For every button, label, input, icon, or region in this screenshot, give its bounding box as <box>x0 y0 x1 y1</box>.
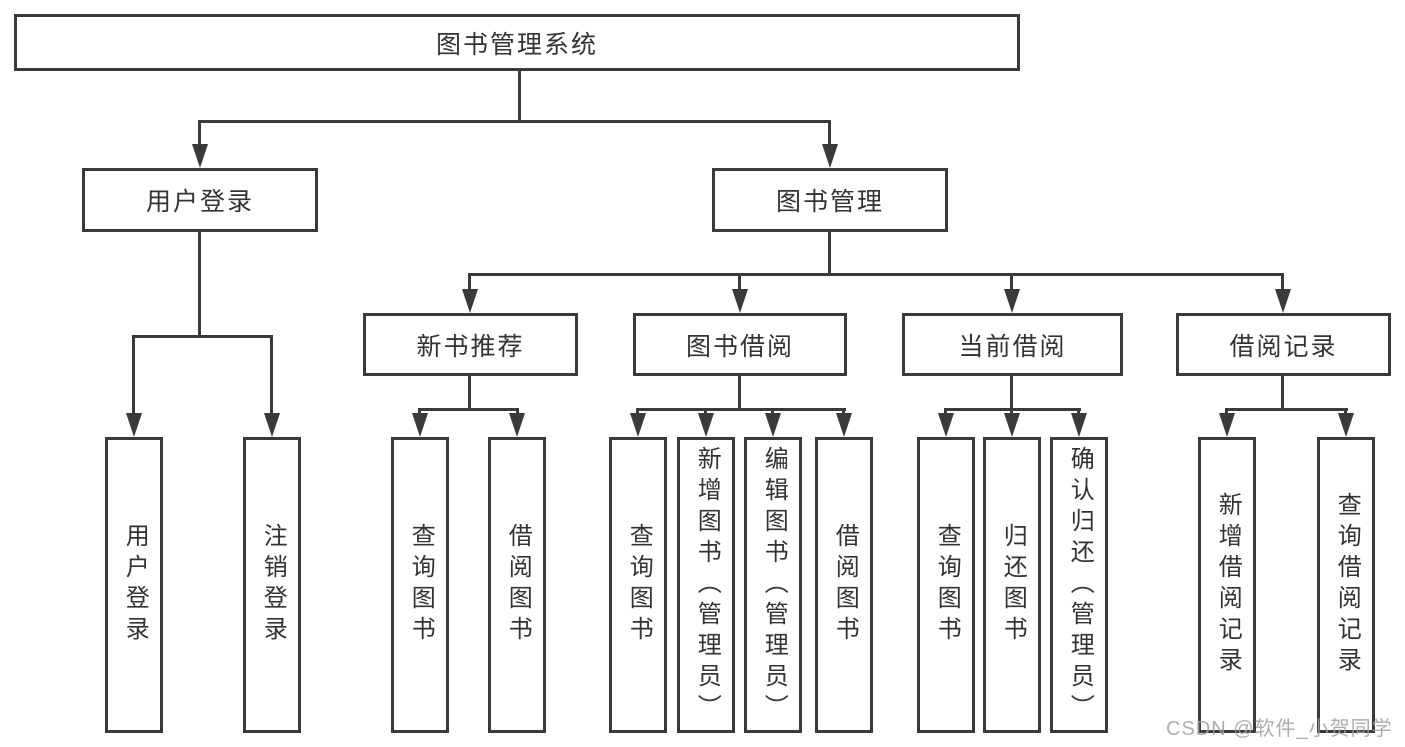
arrow-down-icon <box>1004 413 1020 437</box>
leaf-return-book: 归还图书 <box>983 437 1041 733</box>
leaf-label: 借阅图书 <box>831 523 859 647</box>
leaf-label: 编辑图书（管理员） <box>760 445 788 725</box>
node-root-label: 图书管理系统 <box>435 30 598 59</box>
leaf-label: 用户登录 <box>121 523 149 647</box>
leaf-label: 新增借阅记录 <box>1214 492 1242 678</box>
leaf-confirm-return-admin: 确认归还（管理员） <box>1050 437 1108 733</box>
csdn-watermark: CSDN @软件_小贺同学 <box>1166 718 1393 740</box>
node-label: 图书借阅 <box>685 332 794 361</box>
leaf-query-book-2: 查询图书 <box>609 437 667 733</box>
connector-drop-line <box>516 408 519 415</box>
arrow-down-icon <box>765 413 781 437</box>
leaf-label: 注销登录 <box>259 523 287 647</box>
arrow-down-icon <box>698 413 714 437</box>
node-borrow-record: 借阅记录 <box>1176 313 1391 376</box>
node-label: 图书管理 <box>775 188 884 216</box>
connector-drop-line <box>842 408 845 415</box>
connector-drop-line <box>771 408 774 415</box>
connector-group-bar <box>132 335 273 338</box>
node-book-management-branch: 图书管理 <box>712 168 948 232</box>
connector-drop-line <box>132 335 135 415</box>
connector-drop-line <box>418 408 421 415</box>
node-book-borrow: 图书借阅 <box>633 313 847 376</box>
leaf-label: 查询借阅记录 <box>1333 492 1361 678</box>
arrow-down-icon <box>1219 413 1235 437</box>
node-label: 新书推荐 <box>416 332 525 361</box>
arrow-down-icon <box>1338 413 1354 437</box>
connector-group-bar <box>636 408 846 411</box>
connector-section-stem <box>1281 376 1284 408</box>
leaf-add-book-admin: 新增图书（管理员） <box>677 437 735 733</box>
connector-drop-line <box>1010 408 1013 415</box>
leaf-label: 查询图书 <box>407 523 435 647</box>
leaf-query-book-1: 查询图书 <box>391 437 449 733</box>
connector-drop-line <box>738 273 741 291</box>
leaf-query-borrow-record: 查询借阅记录 <box>1317 437 1375 733</box>
node-current-borrow: 当前借阅 <box>902 313 1123 376</box>
leaf-logout: 注销登录 <box>243 437 301 733</box>
arrow-down-icon <box>938 413 954 437</box>
leaf-add-borrow-record: 新增借阅记录 <box>1198 437 1256 733</box>
arrow-down-icon <box>412 413 428 437</box>
leaf-label: 新增图书（管理员） <box>693 445 721 725</box>
node-user-login-branch: 用户登录 <box>82 168 318 232</box>
connector-section-stem <box>468 376 471 408</box>
connector-drop-line <box>1281 273 1284 291</box>
connector-drop-line <box>1010 273 1013 291</box>
arrow-down-icon <box>1071 413 1087 437</box>
connector-drop-line <box>270 335 273 415</box>
connector-drop-line <box>1225 408 1228 415</box>
arrow-down-icon <box>630 413 646 437</box>
connector-drop-line <box>1077 408 1080 415</box>
node-label: 借阅记录 <box>1229 332 1338 361</box>
connector-drop-line <box>704 408 707 415</box>
node-root-system: 图书管理系统 <box>14 14 1020 71</box>
leaf-query-book-3: 查询图书 <box>917 437 975 733</box>
node-new-book-recommend: 新书推荐 <box>363 313 578 376</box>
connector-drop-line <box>1344 408 1347 415</box>
arrow-down-icon <box>509 413 525 437</box>
connector-branch-stem <box>828 232 831 273</box>
leaf-label: 查询图书 <box>933 523 961 647</box>
connector-drop-line <box>198 120 201 146</box>
arrow-down-icon <box>1275 289 1291 313</box>
arrow-down-icon <box>822 144 838 168</box>
arrow-down-icon <box>462 289 478 313</box>
connector-group-bar <box>418 408 519 411</box>
connector-section-stem <box>738 376 741 408</box>
leaf-user-login: 用户登录 <box>105 437 163 733</box>
leaf-borrow-book-1: 借阅图书 <box>488 437 546 733</box>
connector-level2-bar <box>198 120 831 123</box>
connector-group-bar <box>1225 408 1348 411</box>
leaf-borrow-book-2: 借阅图书 <box>815 437 873 733</box>
leaf-edit-book-admin: 编辑图书（管理员） <box>744 437 802 733</box>
connector-section-stem <box>1010 376 1013 408</box>
connector-branch-stem <box>198 232 201 335</box>
node-label: 当前借阅 <box>958 332 1067 361</box>
connector-drop-line <box>468 273 471 291</box>
node-label: 用户登录 <box>145 188 254 216</box>
arrow-down-icon <box>126 413 142 437</box>
arrow-down-icon <box>264 413 280 437</box>
leaf-label: 归还图书 <box>999 523 1027 647</box>
leaf-label: 确认归还（管理员） <box>1066 445 1094 725</box>
arrow-down-icon <box>836 413 852 437</box>
connector-level3-bar <box>468 273 1284 276</box>
connector-drop-line <box>636 408 639 415</box>
leaf-label: 查询图书 <box>625 523 653 647</box>
connector-root-stem <box>518 71 521 120</box>
leaf-label: 借阅图书 <box>504 523 532 647</box>
arrow-down-icon <box>192 144 208 168</box>
arrow-down-icon <box>732 289 748 313</box>
connector-drop-line <box>944 408 947 415</box>
arrow-down-icon <box>1004 289 1020 313</box>
connector-drop-line <box>828 120 831 146</box>
